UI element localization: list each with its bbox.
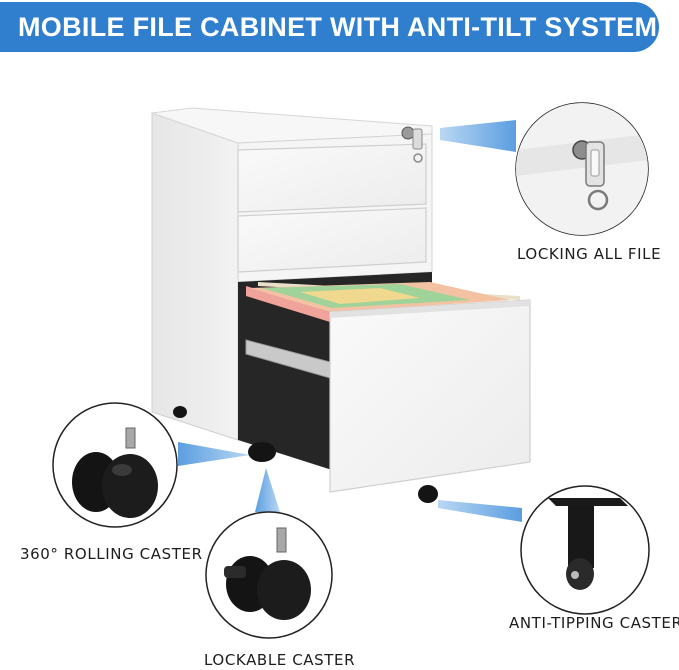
pointer-lock (440, 120, 516, 152)
label-lockable-caster: LOCKABLE CASTER (204, 651, 356, 669)
banner-title: MOBILE FILE CABINET WITH ANTI-TILT SYSTE… (18, 11, 658, 42)
rolling-caster-image (52, 402, 178, 528)
label-anti-tipping-caster: ANTI-TIPPING CASTER (509, 614, 679, 632)
lockable-caster-image (205, 511, 333, 639)
label-locking-all-file: LOCKING ALL FILE (517, 245, 662, 263)
lock-detail-image (515, 102, 649, 236)
pointer-lockable (255, 468, 280, 512)
label-rolling-caster: 360° ROLLING CASTER (20, 545, 203, 563)
cabinet-image (151, 107, 531, 503)
pointer-anti (438, 500, 522, 522)
pointer-rolling (178, 442, 250, 466)
anti-tipping-caster-image (520, 485, 650, 615)
title-banner: MOBILE FILE CABINET WITH ANTI-TILT SYSTE… (0, 2, 659, 52)
